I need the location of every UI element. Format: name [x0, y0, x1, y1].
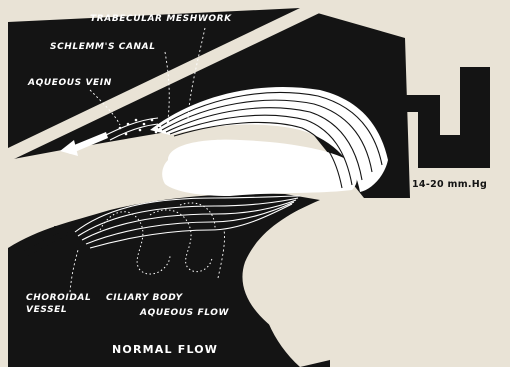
label-trabecular-meshwork: TRABECULAR MESHWORK	[90, 14, 232, 24]
label-vessel: VESSEL	[26, 305, 67, 315]
pressure-gauge	[405, 67, 490, 168]
label-schlemms-canal: SCHLEMM'S CANAL	[50, 42, 156, 52]
label-pressure: 14-20 mm.Hg	[412, 180, 487, 190]
label-ciliary-body: CILIARY BODY	[106, 293, 183, 303]
caption-normal-flow: NORMAL FLOW	[112, 345, 218, 355]
label-aqueous-vein: AQUEOUS VEIN	[28, 78, 112, 88]
label-aqueous-flow: AQUEOUS FLOW	[140, 308, 229, 318]
label-choroidal: CHOROIDAL	[26, 293, 91, 303]
